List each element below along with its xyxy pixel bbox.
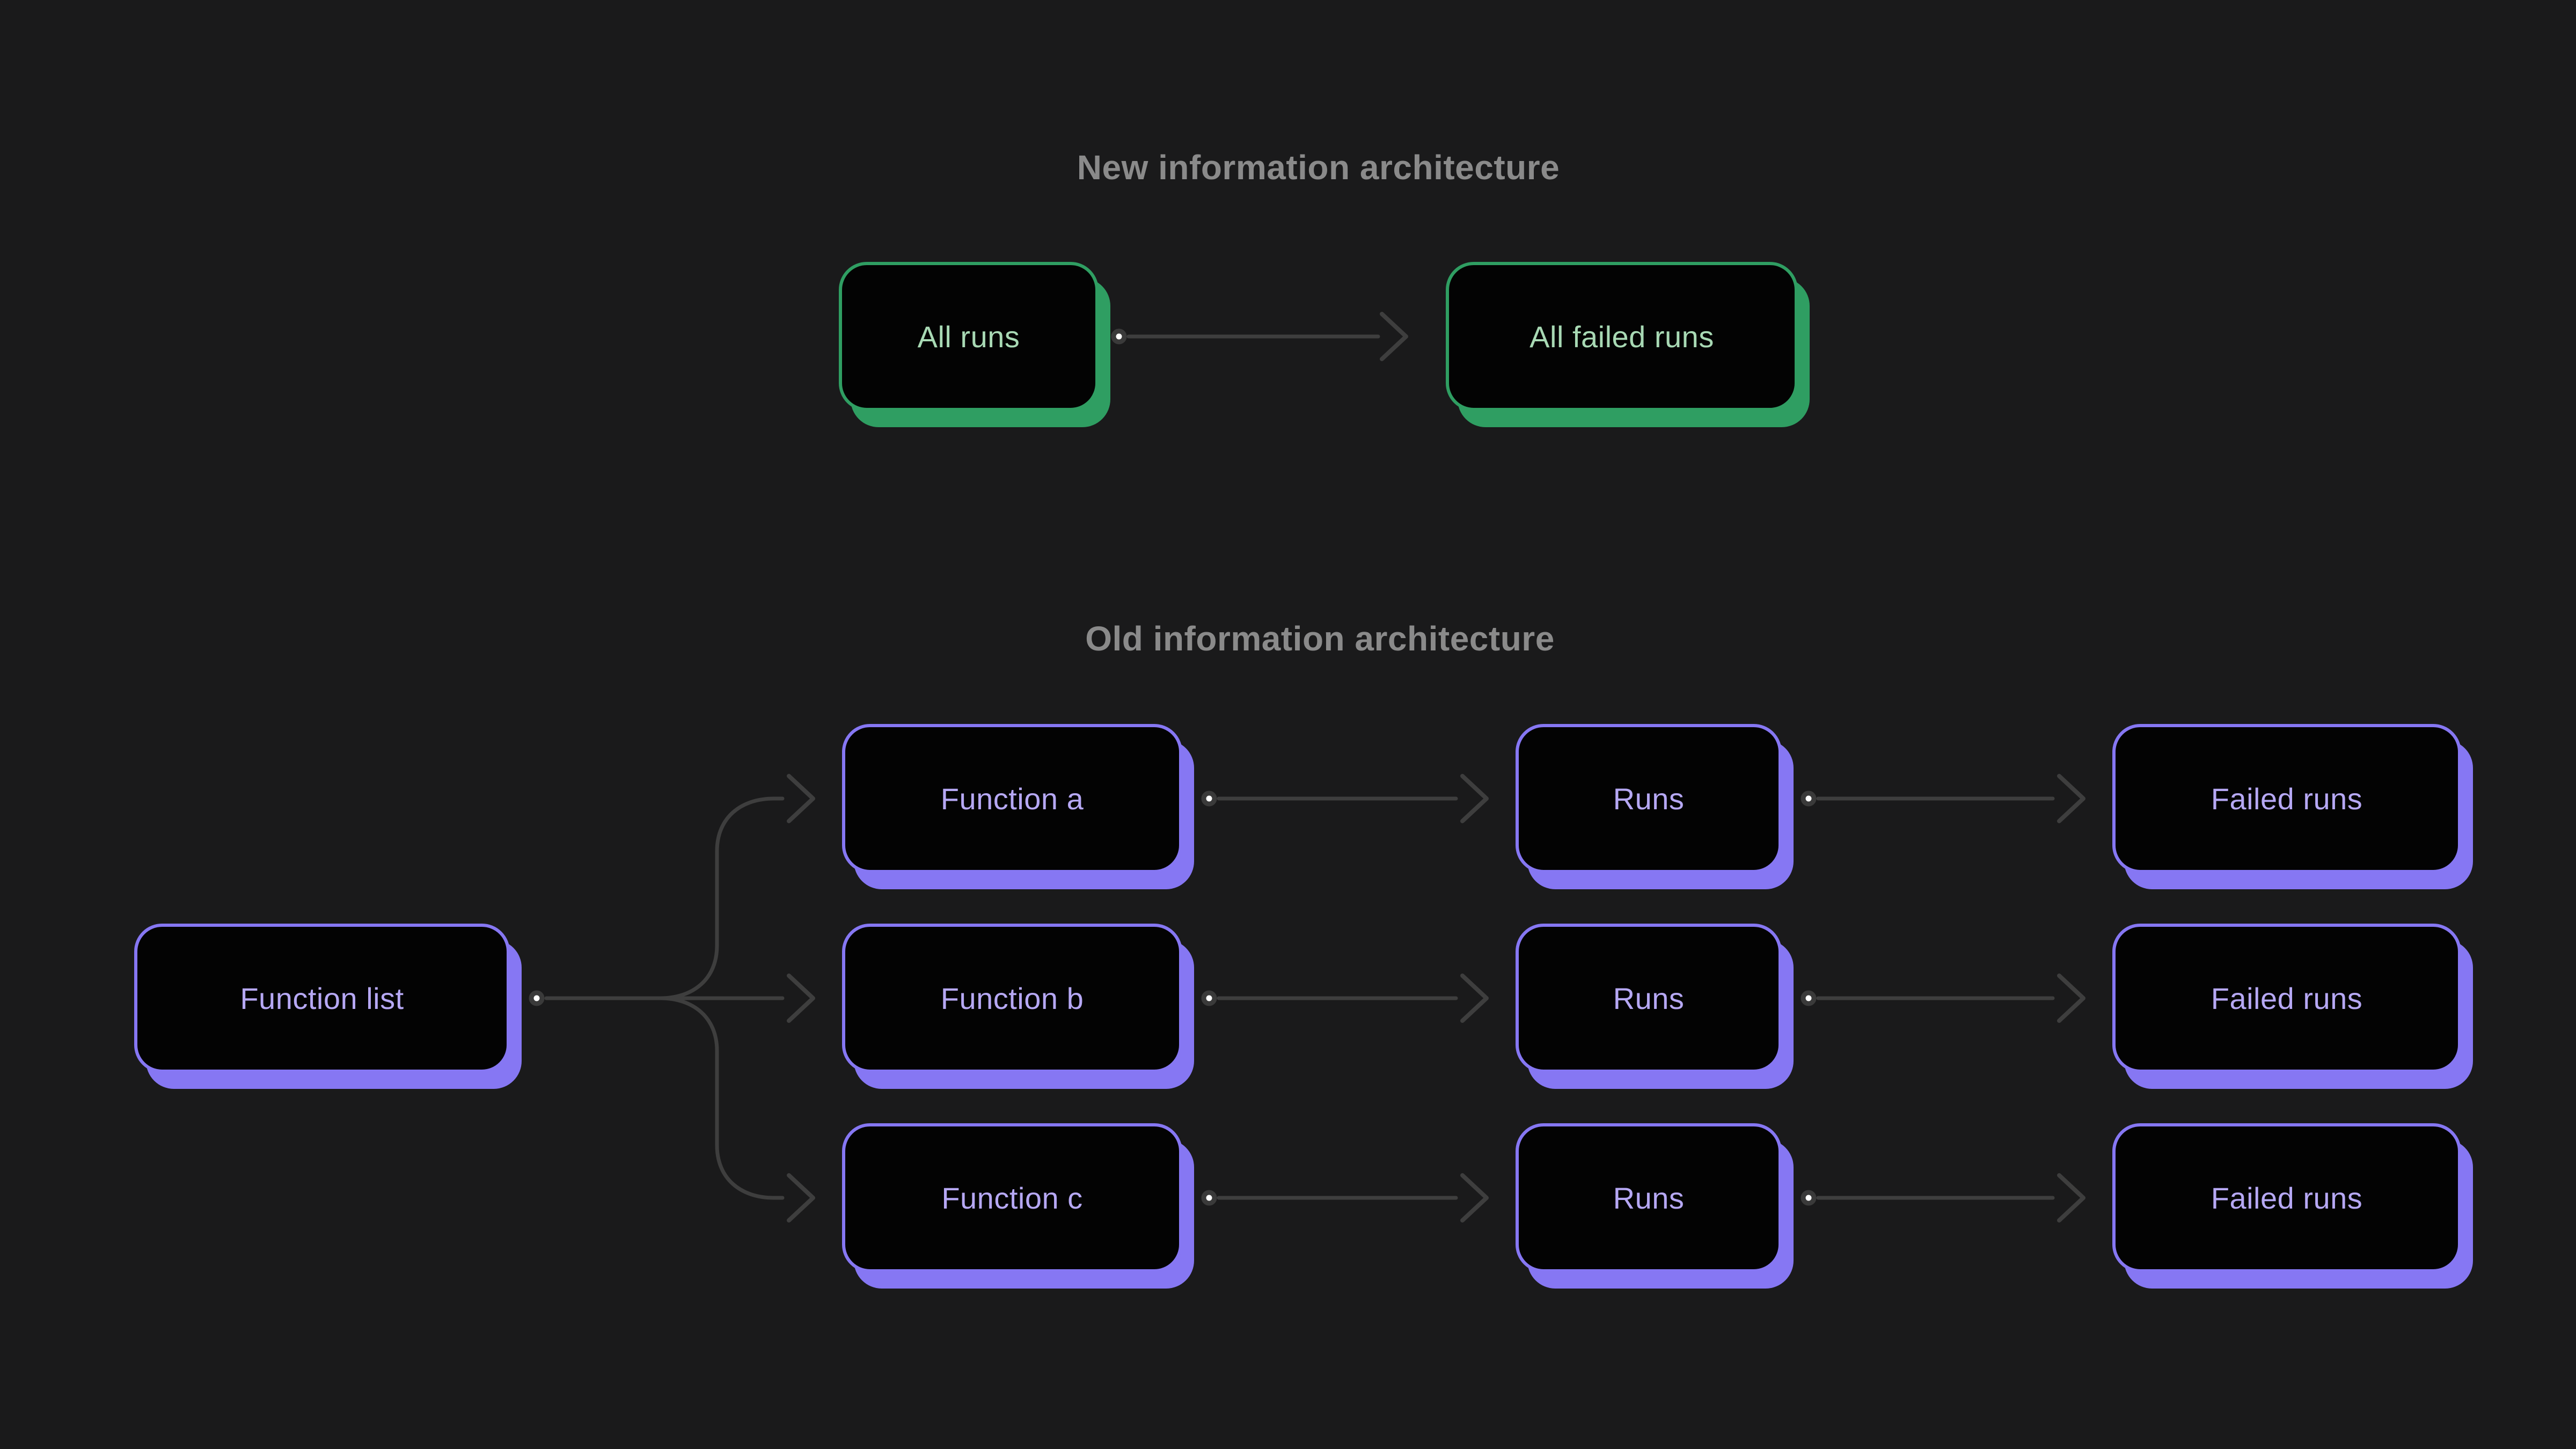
node-all-runs-label: All runs [917,319,1020,354]
node-failed-runs-a: Failed runs [2112,724,2461,873]
node-function-a: Function a [842,724,1182,873]
connector-dot [1111,328,1127,345]
node-function-list: Function list [134,924,510,1073]
arrowhead-icon [1460,974,1489,1023]
connector-curve-down [658,996,785,1200]
node-failed-runs-b-label: Failed runs [2211,981,2363,1015]
arrowhead-icon [787,1173,815,1223]
connector-dot [1201,990,1217,1006]
node-function-list-label: Function list [240,981,404,1015]
node-function-a-label: Function a [940,781,1084,816]
node-function-b: Function b [842,924,1182,1073]
connector-dot [1801,791,1817,807]
arrowhead-icon [1460,774,1489,823]
node-all-failed-runs-label: All failed runs [1529,319,1714,354]
node-failed-runs-a-label: Failed runs [2211,781,2363,816]
node-runs-c: Runs [1516,1123,1782,1272]
node-runs-c-label: Runs [1613,1181,1685,1215]
node-runs-b-label: Runs [1613,981,1685,1015]
connector-dot [1801,1190,1817,1206]
arrowhead-icon [1460,1173,1489,1223]
node-runs-a: Runs [1516,724,1782,873]
connector-dot [1201,1190,1217,1206]
arrowhead-icon [1380,312,1408,361]
arrowhead-icon [2057,774,2085,823]
old-section-title: Old information architecture [1085,619,1555,658]
connector-dot [1801,990,1817,1006]
node-function-c-label: Function c [941,1181,1083,1215]
node-function-c: Function c [842,1123,1182,1272]
node-runs-b: Runs [1516,924,1782,1073]
node-runs-a-label: Runs [1613,781,1685,816]
arrowhead-icon [2057,974,2085,1023]
connector-dot [1201,791,1217,807]
node-all-failed-runs: All failed runs [1446,262,1798,411]
node-failed-runs-c-label: Failed runs [2211,1181,2363,1215]
new-section-title: New information architecture [1077,148,1560,187]
node-failed-runs-c: Failed runs [2112,1123,2461,1272]
node-all-runs: All runs [839,262,1099,411]
arrowhead-icon [787,974,815,1023]
connector-curve-up [658,796,785,1000]
arrowhead-icon [2057,1173,2085,1223]
node-failed-runs-b: Failed runs [2112,924,2461,1073]
node-function-b-label: Function b [940,981,1084,1015]
connector-dot [529,990,545,1006]
arrowhead-icon [787,774,815,823]
